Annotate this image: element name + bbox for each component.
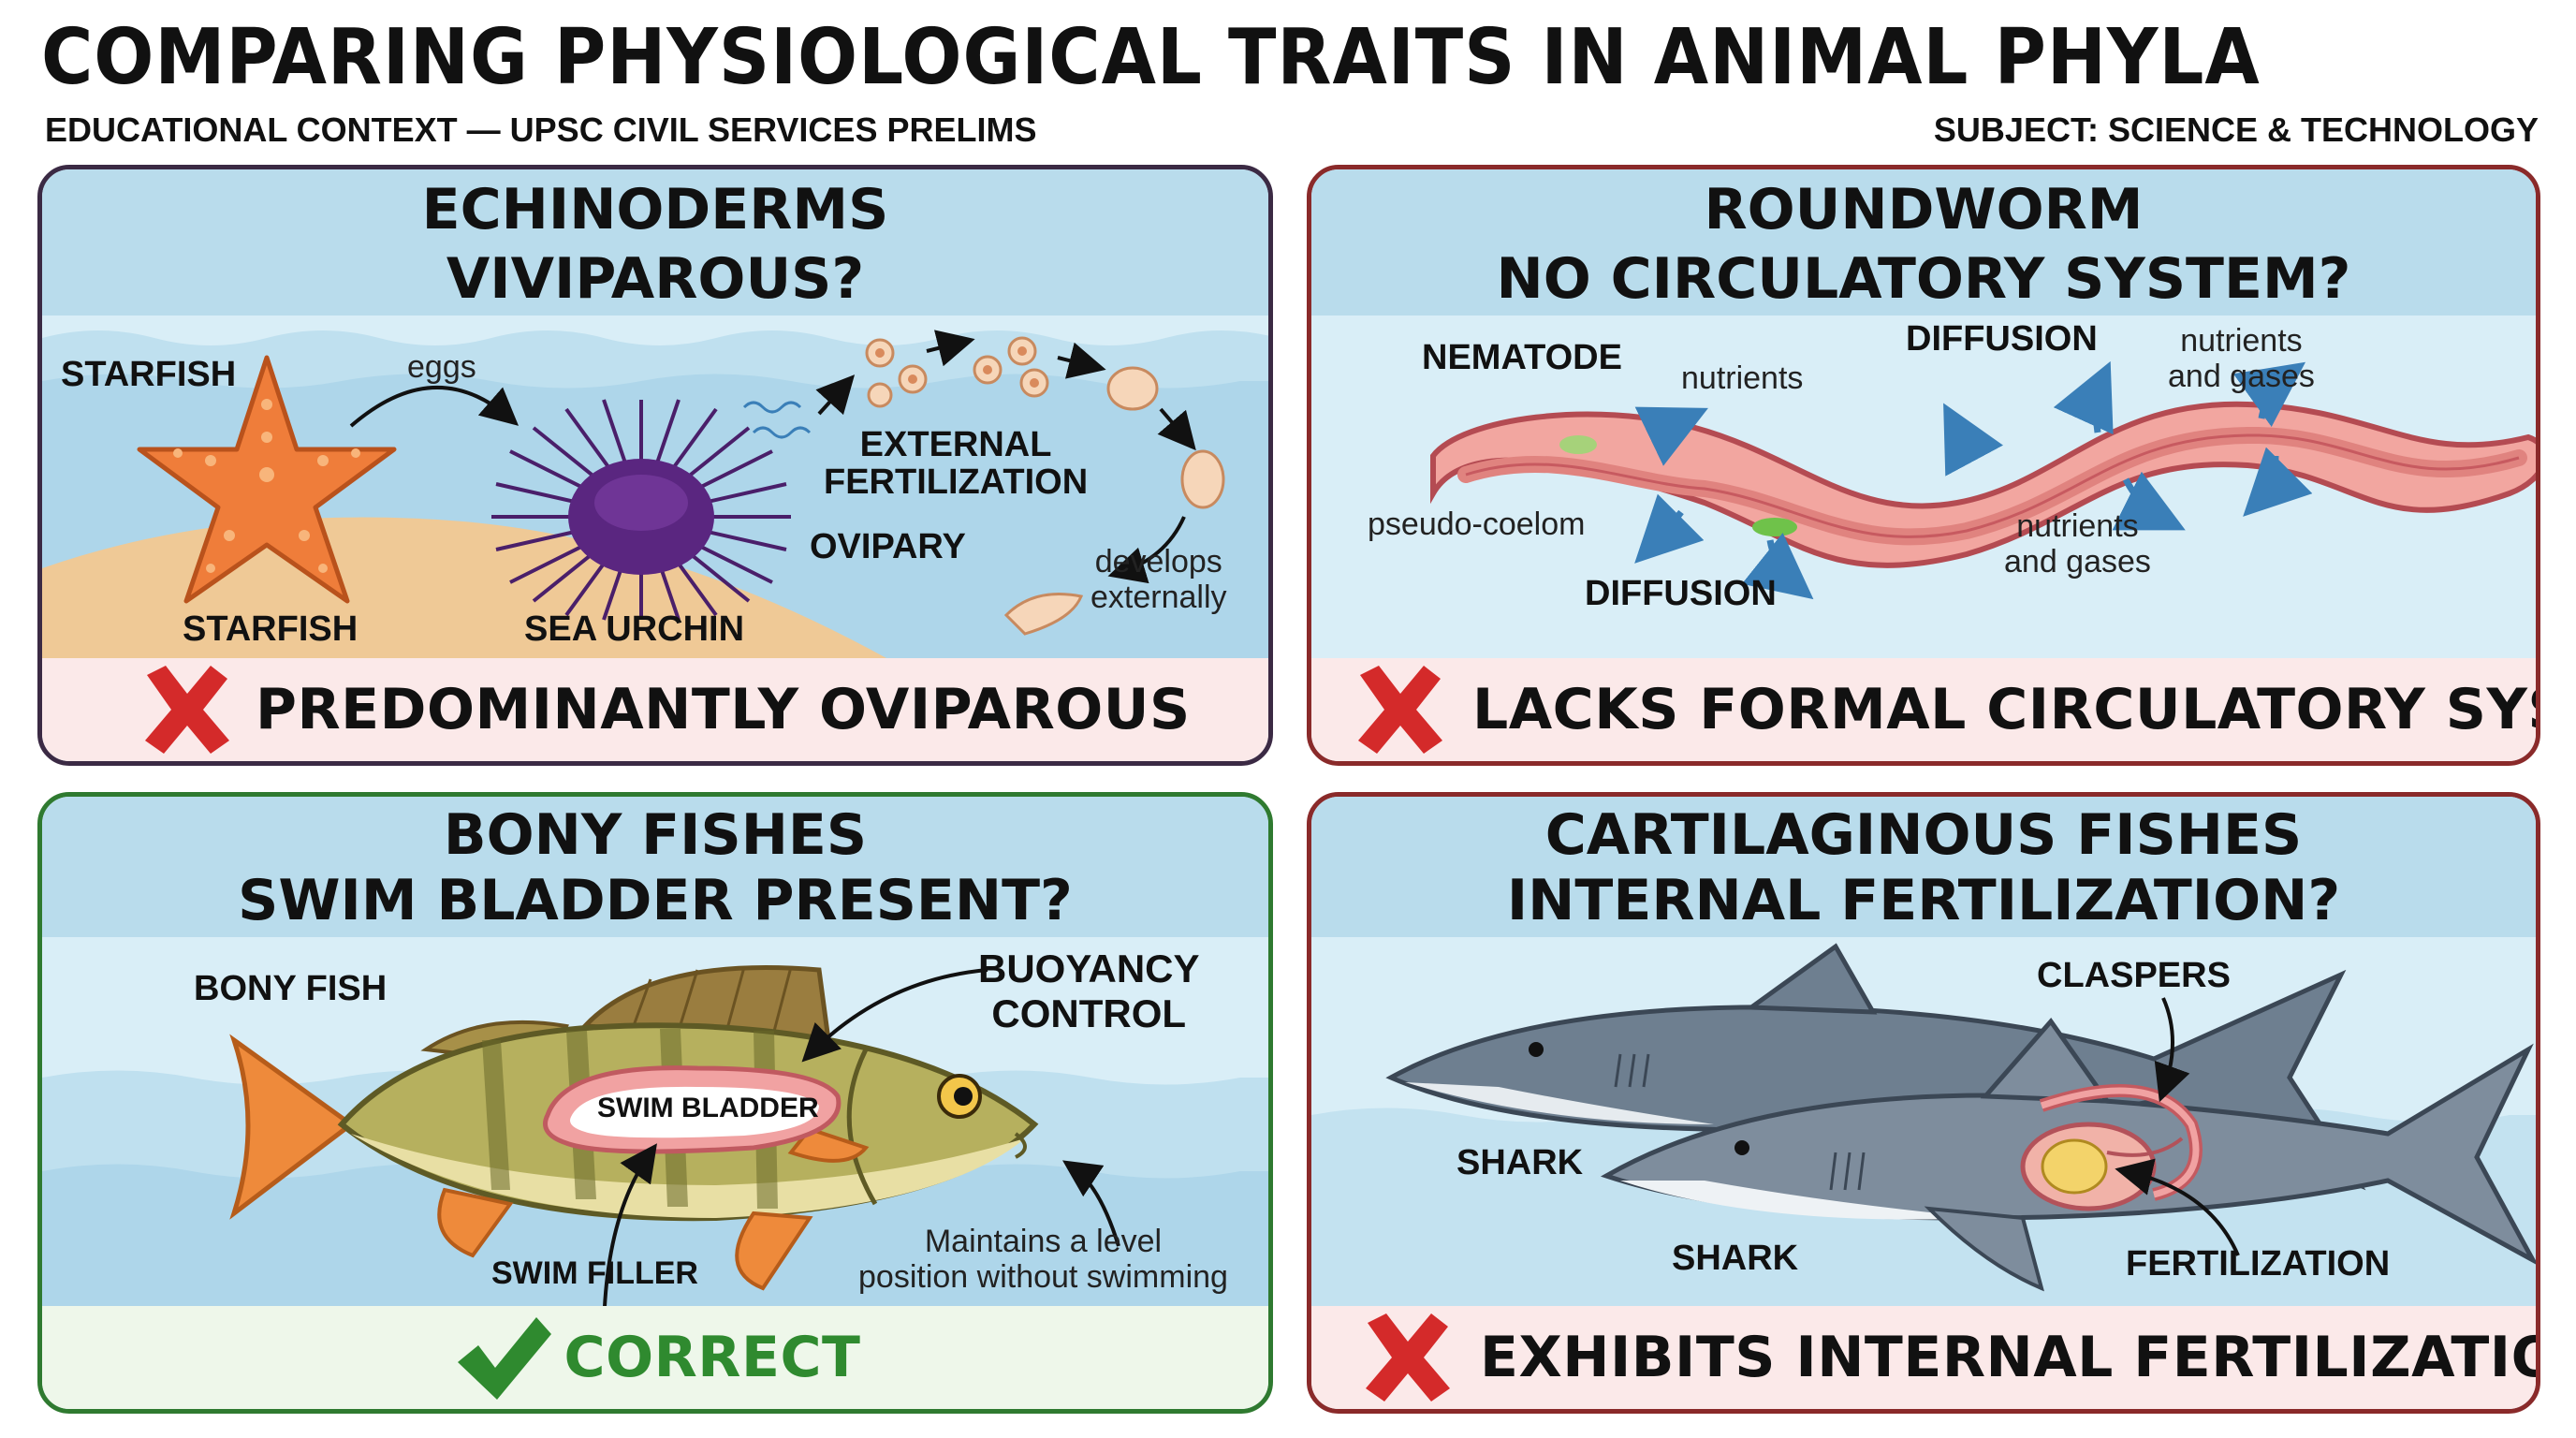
verdict-text: EXHIBITS INTERNAL FERTILIZATION — [1480, 1325, 2540, 1390]
label-shark-bottom: SHARK — [1672, 1239, 1799, 1278]
label-sea-urchin: SEA URCHIN — [524, 609, 745, 649]
starfish-icon — [137, 355, 397, 604]
label-pseudo-coelom: pseudo-coelom — [1368, 506, 1586, 542]
roundworm-illustration: NEMATODE nutrients DIFFUSION nutrients a… — [1311, 315, 2536, 658]
shark-illustration: CLASPERS SHARK SHARK FERTILIZATION — [1311, 937, 2536, 1315]
verdict-row: EXHIBITS INTERNAL FERTILIZATION — [1311, 1306, 2536, 1409]
panel-title-line2: SWIM BLADDER PRESENT? — [238, 868, 1073, 933]
panel-cartilaginous-fishes: CARTILAGINOUS FISHES INTERNAL FERTILIZAT… — [1307, 792, 2540, 1414]
panel-echinoderms: ECHINODERMS VIVIPAROUS? — [37, 165, 1273, 766]
label-swim-filler: SWIM FILLER — [491, 1255, 698, 1291]
sea-urchin-icon — [491, 399, 791, 621]
bony-fish-illustration: BONY FISH BUOYANCY CONTROL SWIM BLADDER … — [42, 937, 1268, 1315]
label-nutrients-gases-top: nutrients and gases — [2168, 323, 2315, 394]
label-diffusion-top: DIFFUSION — [1906, 319, 2098, 359]
echinoderm-illustration: STARFISH eggs EXTERNAL FERTILIZATION OVI… — [42, 315, 1268, 668]
cross-icon — [1358, 666, 1442, 754]
cross-icon — [1366, 1313, 1450, 1401]
label-swim-bladder: SWIM BLADDER — [597, 1093, 819, 1123]
label-develops-externally: develops externally — [1090, 544, 1227, 615]
label-ovipary: OVIPARY — [810, 527, 966, 566]
panel-header: ECHINODERMS VIVIPAROUS? — [42, 169, 1268, 315]
label-bony-fish: BONY FISH — [194, 969, 388, 1008]
page-title: COMPARING PHYSIOLOGICAL TRAITS IN ANIMAL… — [41, 13, 2261, 102]
verdict-row: CORRECT — [42, 1306, 1268, 1409]
label-claspers: CLASPERS — [2037, 956, 2231, 995]
label-external-fertilization: EXTERNAL FERTILIZATION — [824, 425, 1089, 502]
panel-title-line2: INTERNAL FERTILIZATION? — [1506, 868, 2341, 933]
label-nutrients: nutrients — [1681, 360, 1804, 396]
cross-icon — [145, 666, 229, 754]
label-starfish-top: STARFISH — [61, 355, 237, 394]
verdict-row: PREDOMINANTLY OVIPAROUS — [42, 658, 1268, 761]
label-nematode: NEMATODE — [1422, 338, 1622, 377]
panel-title-line1: BONY FISHES — [443, 802, 868, 868]
verdict-row: LACKS FORMAL CIRCULATORY SYSTEM — [1311, 658, 2536, 761]
panel-header: CARTILAGINOUS FISHES INTERNAL FERTILIZAT… — [1311, 797, 2536, 937]
panel-header: ROUNDWORM NO CIRCULATORY SYSTEM? — [1311, 169, 2536, 315]
label-eggs: eggs — [407, 349, 476, 385]
panel-title-line1: ROUNDWORM — [1704, 177, 2144, 242]
label-starfish-bottom: STARFISH — [183, 609, 359, 649]
panel-header: BONY FISHES SWIM BLADDER PRESENT? — [42, 797, 1268, 937]
subject-label: SUBJECT: SCIENCE & TECHNOLOGY — [1933, 110, 2539, 149]
check-icon — [457, 1317, 551, 1400]
label-diffusion-bottom: DIFFUSION — [1585, 574, 1777, 613]
panel-title-line2: VIVIPAROUS? — [446, 246, 865, 312]
panel-title-line1: CARTILAGINOUS FISHES — [1544, 802, 2303, 868]
educational-context: EDUCATIONAL CONTEXT — UPSC CIVIL SERVICE… — [45, 110, 1037, 149]
label-shark-top: SHARK — [1456, 1143, 1584, 1182]
panel-roundworm: ROUNDWORM NO CIRCULATORY SYSTEM? NEMATOD… — [1307, 165, 2540, 766]
verdict-text: PREDOMINANTLY OVIPAROUS — [256, 677, 1191, 742]
verdict-text: LACKS FORMAL CIRCULATORY SYSTEM — [1472, 677, 2536, 742]
panel-bony-fishes: BONY FISHES SWIM BLADDER PRESENT? — [37, 792, 1273, 1414]
bony-fish-icon — [229, 965, 1039, 1291]
label-maintains-level: Maintains a level position without swimm… — [858, 1224, 1228, 1295]
label-nutrients-gases-bottom: nutrients and gases — [2004, 508, 2151, 580]
panel-title-line1: ECHINODERMS — [421, 177, 889, 242]
label-buoyancy-control: BUOYANCY CONTROL — [978, 946, 1200, 1035]
panel-title-line2: NO CIRCULATORY SYSTEM? — [1496, 246, 2351, 312]
label-fertilization: FERTILIZATION — [2126, 1244, 2391, 1284]
verdict-text: CORRECT — [564, 1325, 861, 1390]
shark-icon-top — [1385, 943, 2366, 1191]
